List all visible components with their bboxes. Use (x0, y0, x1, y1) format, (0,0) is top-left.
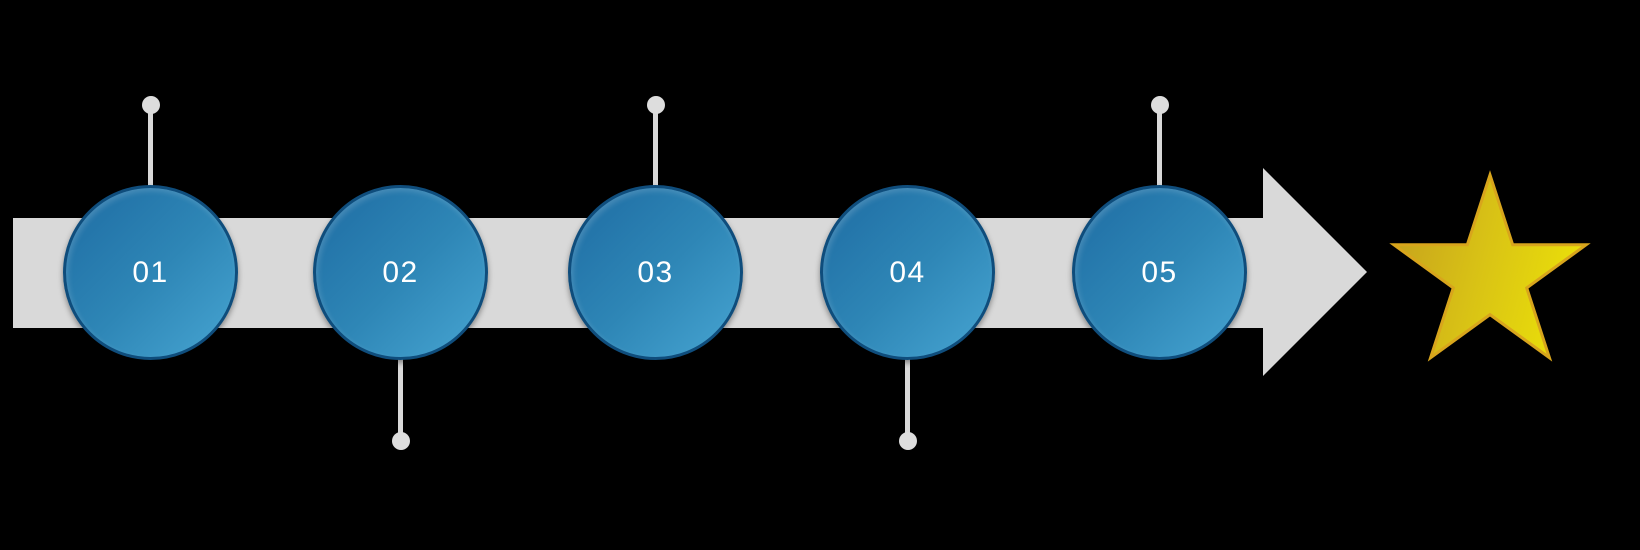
connector-dot (391, 432, 410, 450)
step-circle: 04 (820, 185, 995, 360)
connector-line (148, 105, 153, 189)
connector-dot (646, 96, 665, 114)
step-number: 01 (132, 255, 169, 289)
step-circle: 05 (1072, 185, 1247, 360)
star-icon (1389, 170, 1591, 362)
step-circle: 02 (313, 185, 488, 360)
timeline-step-3: 03 (568, 0, 743, 550)
connector-line (653, 105, 658, 189)
timeline-step-2: 02 (313, 0, 488, 550)
timeline-step-5: 05 (1072, 0, 1247, 550)
connector-line (1157, 105, 1162, 189)
step-circle: 01 (63, 185, 238, 360)
connector-line (905, 356, 910, 441)
step-number: 02 (382, 255, 419, 289)
connector-dot (141, 96, 160, 114)
timeline-step-4: 04 (820, 0, 995, 550)
star-shape (1389, 170, 1591, 362)
step-circle: 03 (568, 185, 743, 360)
step-number: 05 (1141, 255, 1178, 289)
step-number: 03 (637, 255, 674, 289)
step-number: 04 (889, 255, 926, 289)
connector-dot (898, 432, 917, 450)
arrow-head-icon (1263, 168, 1367, 376)
connector-dot (1150, 96, 1169, 114)
connector-line (398, 356, 403, 441)
timeline-step-1: 01 (63, 0, 238, 550)
